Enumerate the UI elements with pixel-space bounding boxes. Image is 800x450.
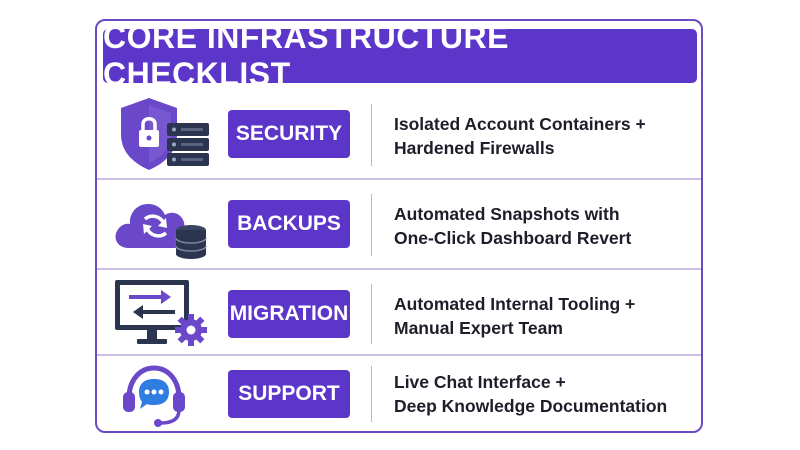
description-line: Hardened Firewalls	[394, 138, 555, 158]
monitor-transfer-gear-icon	[111, 276, 211, 357]
row-divider	[97, 178, 701, 180]
row-separator	[371, 284, 372, 344]
badge-backups: BACKUPS	[228, 200, 350, 248]
description-backups: Automated Snapshots with One-Click Dashb…	[394, 202, 694, 250]
description-line: Automated Snapshots with	[394, 204, 620, 224]
row-divider	[97, 268, 701, 270]
row-divider	[97, 354, 701, 356]
description-line: Deep Knowledge Documentation	[394, 396, 668, 416]
row-separator	[371, 104, 372, 166]
checklist-row-support: SUPPORT Live Chat Interface + Deep Knowl…	[97, 356, 701, 430]
headset-chat-icon	[119, 360, 189, 435]
checklist-row-migration: MIGRATION Automated Internal Tooling + M…	[97, 270, 701, 354]
title-bar: CORE INFRASTRUCTURE CHECKLIST	[103, 19, 697, 92]
description-migration: Automated Internal Tooling + Manual Expe…	[394, 292, 694, 340]
badge-security: SECURITY	[228, 110, 350, 158]
description-line: Automated Internal Tooling +	[394, 294, 636, 314]
description-security: Isolated Account Containers + Hardened F…	[394, 112, 694, 160]
checklist-row-backups: BACKUPS Automated Snapshots with One-Cli…	[97, 180, 701, 268]
page-title: CORE INFRASTRUCTURE CHECKLIST	[103, 19, 509, 92]
description-line: Manual Expert Team	[394, 318, 563, 338]
description-support: Live Chat Interface + Deep Knowledge Doc…	[394, 370, 694, 418]
shield-lock-server-icon	[111, 96, 211, 177]
cloud-sync-database-icon	[111, 186, 211, 267]
badge-support: SUPPORT	[228, 370, 350, 418]
checklist-row-security: SECURITY Isolated Account Containers + H…	[97, 92, 701, 178]
badge-migration: MIGRATION	[228, 290, 350, 338]
row-separator	[371, 366, 372, 422]
row-separator	[371, 194, 372, 256]
description-line: Isolated Account Containers +	[394, 114, 646, 134]
description-line: One-Click Dashboard Revert	[394, 228, 632, 248]
description-line: Live Chat Interface +	[394, 372, 566, 392]
